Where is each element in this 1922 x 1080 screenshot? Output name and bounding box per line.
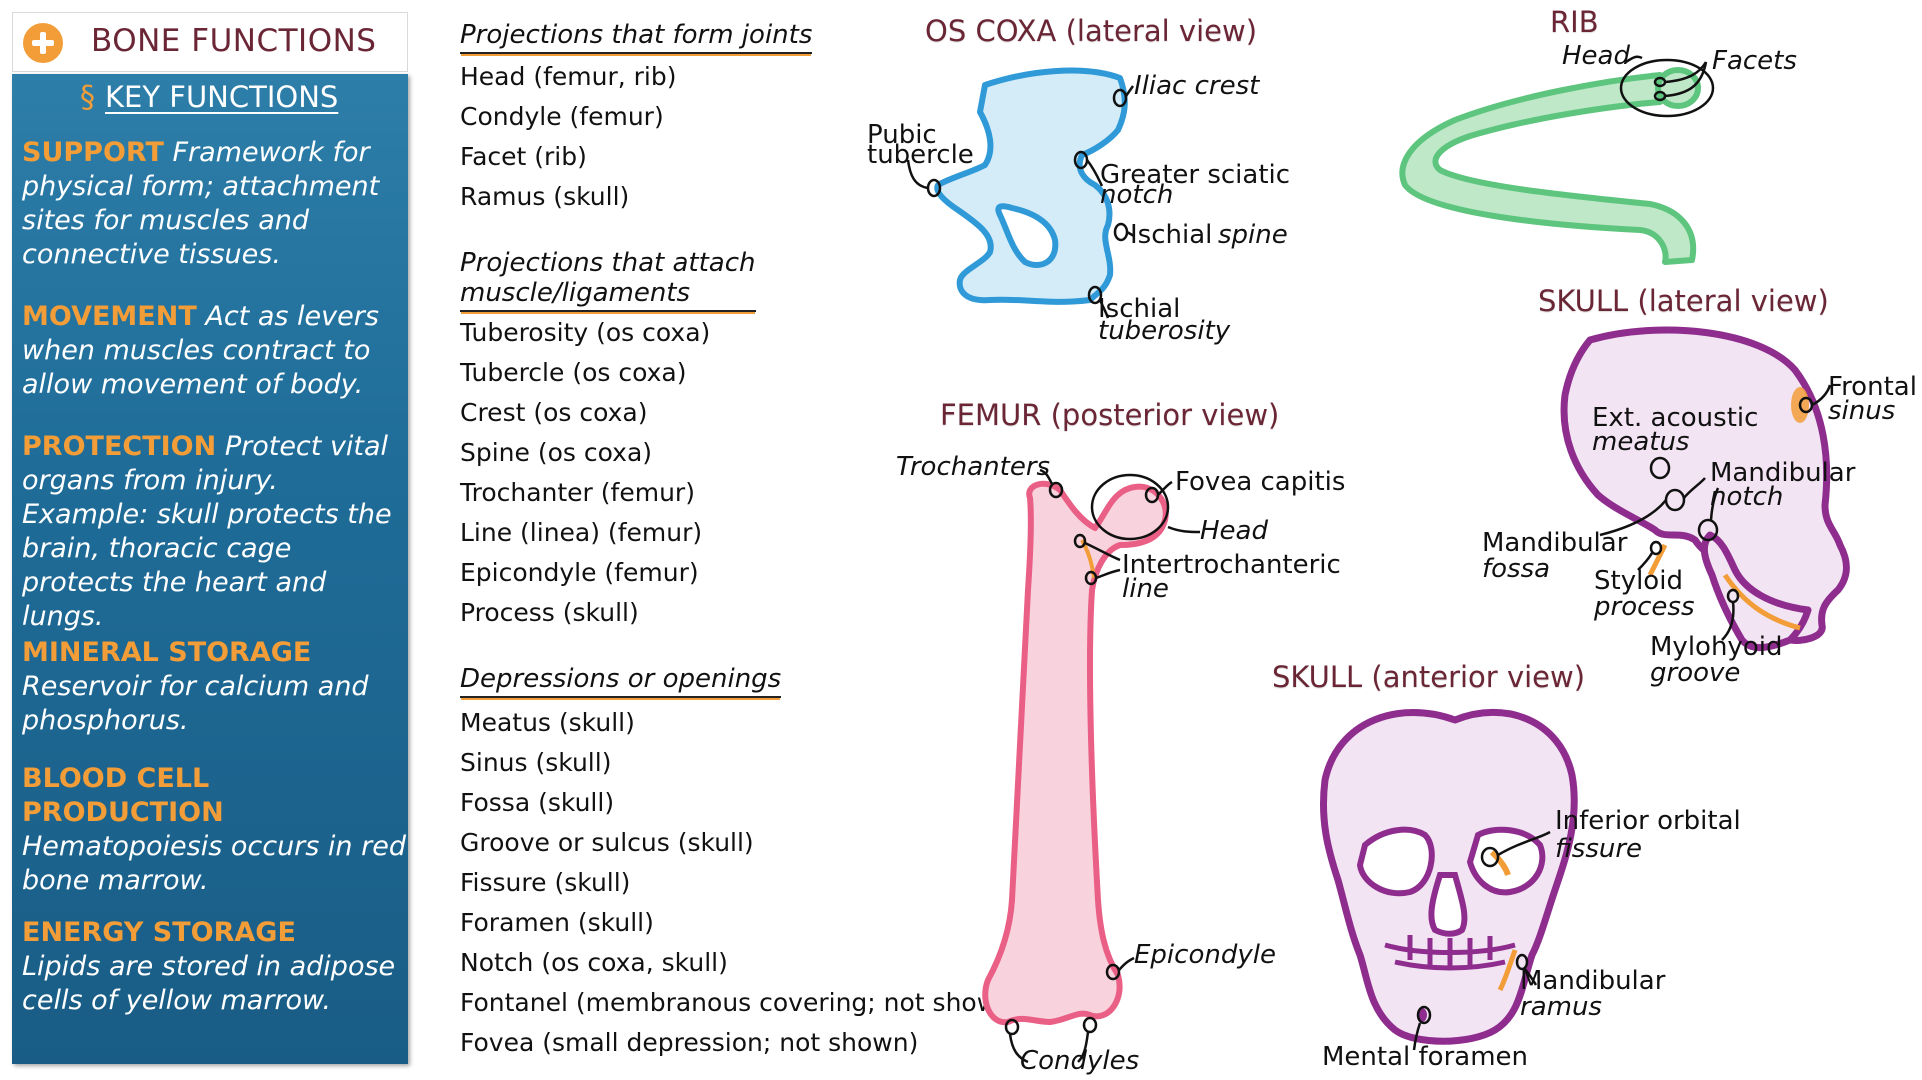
skull-anterior-drawing <box>1319 708 1578 1051</box>
function-text: Lipids are stored in adipose cells of ye… <box>22 951 396 1016</box>
label-mn-2: notch <box>1710 482 1784 512</box>
key-functions-heading: §KEY FUNCTIONS <box>80 80 339 115</box>
list-item: Head (femur, rib) <box>460 62 677 91</box>
function-protection: PROTECTION Protect vital organs from inj… <box>22 430 407 634</box>
label-it-1: Ischial <box>1098 294 1181 324</box>
function-name: SUPPORT <box>22 137 164 168</box>
femur-shape <box>982 480 1169 1026</box>
skull-lateral-title: SKULL (lateral view) <box>1538 284 1829 318</box>
list-item: Crest (os coxa) <box>460 398 648 427</box>
joints-heading: Projections that form joints <box>460 20 813 54</box>
label-mf-1: Mandibular <box>1482 528 1628 558</box>
label-pubic-2: tubercle <box>867 140 974 170</box>
function-name: MINERAL STORAGE <box>22 637 312 668</box>
function-text: Protect vital organs from injury. Exampl… <box>22 431 392 632</box>
label-sp-2: process <box>1594 592 1695 622</box>
function-text: Act as levers when muscles contract to a… <box>22 301 379 400</box>
skull-lateral-drawing <box>1560 326 1850 651</box>
label-rib-head: Head <box>1562 41 1630 71</box>
rib-drawing <box>1399 55 1715 265</box>
function-text: Framework for physical form; attachment … <box>22 137 380 270</box>
list-item: Fontanel (membranous covering; not shown… <box>460 988 1023 1017</box>
rib-shape <box>1399 72 1697 265</box>
mandible-lateral <box>1700 531 1812 651</box>
function-mineral-storage: MINERAL STORAGE Reservoir for calcium an… <box>22 636 407 738</box>
attach-heading: Projections that attach muscle/ligaments <box>460 248 756 312</box>
label-iof-2: fissure <box>1555 834 1643 864</box>
key-functions-panel: §KEY FUNCTIONS SUPPORT Framework for phy… <box>12 74 408 1064</box>
os-coxa-title: OS COXA (lateral view) <box>925 14 1258 48</box>
label-epicondyle: Epicondyle <box>1134 940 1276 970</box>
label-pubic-1: Pubic <box>867 120 937 150</box>
skull-anterior-title: SKULL (anterior view) <box>1272 660 1586 694</box>
function-name: PROTECTION <box>22 431 217 462</box>
label-mn-1: Mandibular <box>1710 458 1856 488</box>
list-item: Groove or sulcus (skull) <box>460 828 754 857</box>
list-item: Tubercle (os coxa) <box>460 358 687 387</box>
list-item: Ramus (skull) <box>460 182 630 211</box>
function-text: Hematopoiesis occurs in red bone marrow. <box>22 831 406 896</box>
label-mental-foramen: Mental foramen <box>1322 1042 1529 1072</box>
label-mg-1: Mylohyoid <box>1650 632 1783 662</box>
title-card: BONE FUNCTIONS <box>12 12 408 72</box>
list-item: Sinus (skull) <box>460 748 612 777</box>
rib-head <box>1655 67 1701 109</box>
list-item: Foramen (skull) <box>460 908 654 937</box>
label-ischial-spine-b: spine <box>1218 220 1288 250</box>
label-iliac-crest: Iliac crest <box>1134 71 1260 101</box>
plus-icon <box>23 23 63 63</box>
label-mf-2: fossa <box>1482 554 1551 584</box>
label-eam-2: meatus <box>1592 427 1690 457</box>
femur-drawing <box>982 468 1201 1064</box>
list-item: Facet (rib) <box>460 142 587 171</box>
list-item: Trochanter (femur) <box>460 478 695 507</box>
page-title: BONE FUNCTIONS <box>91 23 377 59</box>
label-gsn-1: Greater sciatic <box>1100 160 1291 190</box>
list-item: Meatus (skull) <box>460 708 635 737</box>
label-itl-1: Intertrochanteric <box>1122 550 1341 580</box>
label-iof-1: Inferior orbital <box>1555 806 1741 836</box>
label-rib-facets: Facets <box>1712 46 1797 76</box>
function-support: SUPPORT Framework for physical form; att… <box>22 136 407 272</box>
function-energy-storage: ENERGY STORAGE Lipids are stored in adip… <box>22 916 407 1018</box>
function-name: BLOOD CELL PRODUCTION <box>22 763 224 828</box>
label-sp-1: Styloid <box>1594 566 1683 596</box>
label-mr-1: Mandibular <box>1520 966 1666 996</box>
os-coxa-drawing <box>906 67 1135 319</box>
bone-icon: § <box>80 80 95 115</box>
label-mg-2: groove <box>1650 658 1741 688</box>
function-name: ENERGY STORAGE <box>22 917 296 948</box>
list-item: Condyle (femur) <box>460 102 664 131</box>
label-femur-head: Head <box>1200 516 1268 546</box>
label-it-2: tuberosity <box>1098 316 1231 346</box>
list-item: Epicondyle (femur) <box>460 558 699 587</box>
list-item: Fissure (skull) <box>460 868 631 897</box>
label-mr-2: ramus <box>1520 992 1602 1022</box>
label-frontal-2: sinus <box>1828 396 1896 426</box>
function-blood-cell-production: BLOOD CELL PRODUCTION Hematopoiesis occu… <box>22 762 407 898</box>
list-item: Notch (os coxa, skull) <box>460 948 728 977</box>
label-itl-2: line <box>1122 574 1169 604</box>
list-item: Line (linea) (femur) <box>460 518 703 547</box>
function-movement: MOVEMENT Act as levers when muscles cont… <box>22 300 407 402</box>
label-gsn-2: notch <box>1100 180 1174 210</box>
list-item: Fovea (small depression; not shown) <box>460 1028 919 1057</box>
list-item: Fossa (skull) <box>460 788 615 817</box>
label-eam-1: Ext. acoustic <box>1592 403 1759 433</box>
list-item: Spine (os coxa) <box>460 438 653 467</box>
function-text: Reservoir for calcium and phosphorus. <box>22 671 369 736</box>
function-name: MOVEMENT <box>22 301 197 332</box>
label-condyles: Condyles <box>1020 1046 1140 1076</box>
depressions-heading: Depressions or openings <box>460 664 782 698</box>
label-trochanters: Trochanters <box>896 452 1051 482</box>
obturator-foramen <box>995 203 1059 269</box>
rib-title: RIB <box>1550 5 1599 39</box>
label-frontal-1: Frontal <box>1828 372 1917 402</box>
list-item: Process (skull) <box>460 598 639 627</box>
label-ischial-spine-a: Ischial <box>1130 220 1213 250</box>
list-item: Tuberosity (os coxa) <box>460 318 711 347</box>
femur-title: FEMUR (posterior view) <box>940 398 1280 432</box>
label-fovea-capitis: Fovea capitis <box>1175 467 1346 497</box>
